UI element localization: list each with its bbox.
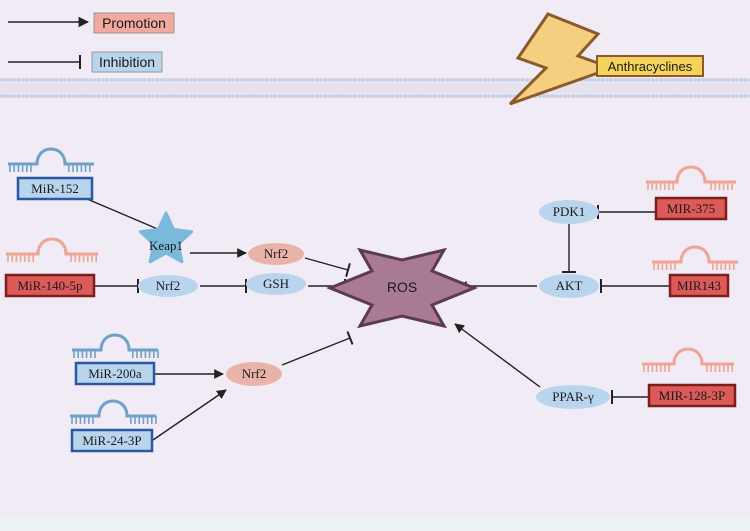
mir152-inhibits-keap1 <box>79 195 164 237</box>
nrf2-bottom-ellipse <box>226 362 282 386</box>
rna-hairpin-icon <box>6 237 98 262</box>
ros-node: ROS <box>326 247 478 329</box>
anthracyclines-label: Anthracyclines <box>608 59 693 74</box>
pdk1-label: PDK1 <box>553 204 586 219</box>
rna-hairpin-icon <box>642 347 734 372</box>
anthracyclines-box <box>596 55 704 77</box>
rna-hairpin-icon <box>652 245 738 270</box>
mir143-label: MIR143 <box>677 278 721 293</box>
nrf2-inhibits-ros <box>304 257 351 278</box>
legend: Promotion Inhibition <box>8 12 175 73</box>
mir152-label: MiR-152 <box>31 181 79 196</box>
mir375-group: MIR-375 <box>646 165 736 221</box>
mir140-box <box>4 273 96 298</box>
ppar-ellipse <box>536 385 610 409</box>
mir375-box <box>654 196 728 221</box>
nrf2-top-node: Nrf2 <box>248 243 304 265</box>
mir143-box <box>668 273 730 298</box>
keap1-star <box>138 211 194 264</box>
mir152-group: MiR-152 <box>8 147 94 201</box>
inhibition-label: Inhibition <box>99 54 155 70</box>
nrf2-bottom-label: Nrf2 <box>242 366 267 381</box>
akt-ellipse <box>539 274 599 298</box>
nrf2-top-ellipse <box>248 243 304 265</box>
mir128-group: MIR-128-3P <box>642 347 737 408</box>
rna-hairpin-icon <box>72 333 159 358</box>
mir200a-label: MiR-200a <box>88 366 142 381</box>
mir200a-group: MiR-200a <box>72 333 159 386</box>
mir24-to-nrf2 <box>152 389 227 441</box>
ros-star <box>326 247 478 329</box>
mir128-label: MIR-128-3P <box>659 388 725 403</box>
mir24-label: MiR-24-3P <box>82 433 141 448</box>
akt-label: AKT <box>556 278 583 293</box>
mir200a-box <box>74 361 156 386</box>
mir143-group: MIR143 <box>652 245 738 298</box>
mir140-label: MiR-140-5p <box>18 278 83 293</box>
ros-label: ROS <box>387 279 417 295</box>
mir24-box <box>70 428 154 453</box>
bottom-strip <box>0 515 750 531</box>
nrf2-star-node: Nrf2 <box>138 275 198 297</box>
anthracyclines-trigger: Anthracyclines <box>508 12 704 106</box>
gsh-ellipse <box>246 273 306 295</box>
nrf2-inhibits-ros-bottom <box>281 331 354 366</box>
rna-hairpin-icon <box>70 399 157 424</box>
keap1-node: Keap1 <box>138 211 194 264</box>
mir152-box <box>16 176 94 201</box>
gsh-node: GSH <box>246 273 306 295</box>
rna-hairpin-icon <box>8 147 94 172</box>
nrf2-star-label: Nrf2 <box>156 278 181 293</box>
ppar-label: PPAR-γ <box>552 389 594 404</box>
rna-hairpin-icon <box>646 165 736 190</box>
mir375-label: MIR-375 <box>667 201 715 216</box>
pdk1-node: PDK1 <box>539 200 599 224</box>
keap1-label: Keap1 <box>149 238 183 253</box>
nrf2-top-label: Nrf2 <box>264 246 289 261</box>
ppar-node: PPAR-γ <box>536 385 610 409</box>
nrf2-bottom-node: Nrf2 <box>226 362 282 386</box>
mir140-group: MiR-140-5p <box>4 237 98 298</box>
gsh-label: GSH <box>263 276 289 291</box>
promotion-label: Promotion <box>102 15 166 31</box>
mir128-box <box>647 383 737 408</box>
nrf2-star-ellipse <box>138 275 198 297</box>
lightning-icon <box>508 12 617 106</box>
ppar-to-ros <box>454 323 541 388</box>
inhibition-swatch <box>91 51 163 73</box>
mir24-group: MiR-24-3P <box>70 399 157 453</box>
promotion-swatch <box>93 12 175 34</box>
akt-node: AKT <box>539 274 599 298</box>
cell-membrane <box>0 77 750 99</box>
pdk1-ellipse <box>539 200 599 224</box>
